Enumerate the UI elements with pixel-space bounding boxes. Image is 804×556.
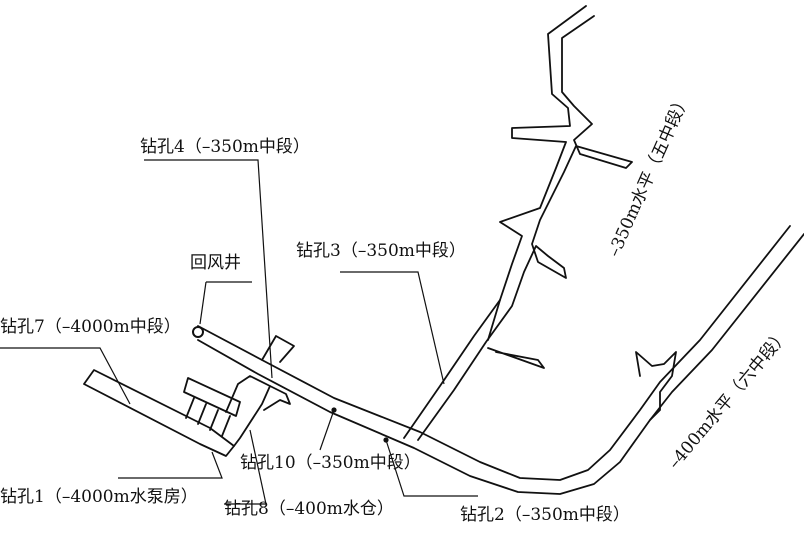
leader-borehole8 [224,429,267,505]
main-drift-upper-edge [197,225,791,481]
label-level-400: –400m水平（六中段） [665,325,794,473]
label-borehole8: 钻孔8（–400m水仓） [224,499,394,519]
leader-borehole10 [319,409,335,451]
leader-lines [0,159,478,505]
leader-borehole7 [0,347,131,405]
label-borehole2: 钻孔2（–350m中段） [460,505,630,525]
label-borehole1: 钻孔1（–4000m水泵房） [0,487,198,507]
ne-drift-left-edge [403,5,587,439]
leader-borehole1 [118,451,223,479]
label-borehole7: 钻孔7（–4000m中段） [0,317,181,337]
sump-drift [225,375,271,447]
tunnel-network [83,5,804,495]
ne-drift-right-edge [417,15,633,441]
label-return-shaft: 回风井 [190,253,241,273]
label-borehole3: 钻孔3（–350m中段） [296,241,466,261]
sump-lower [263,385,291,411]
pump-room-drift [83,369,235,457]
leader-return-shaft [199,281,252,325]
leader-borehole2 [385,439,478,497]
label-borehole4: 钻孔4（–350m中段） [140,137,310,157]
label-level-350: –350m水平（五中段） [604,91,694,260]
ne-crosscut [487,299,545,369]
return-shaft-circle [192,326,204,338]
nw-connector [261,335,295,363]
label-borehole10: 钻孔10（–350m中段） [240,453,421,473]
pump-room-chambers [183,377,241,437]
main-drift-lower-edge [197,233,804,495]
leader-borehole4 [144,159,273,379]
leader-borehole3 [340,271,445,385]
branch-400-stub [635,351,677,421]
